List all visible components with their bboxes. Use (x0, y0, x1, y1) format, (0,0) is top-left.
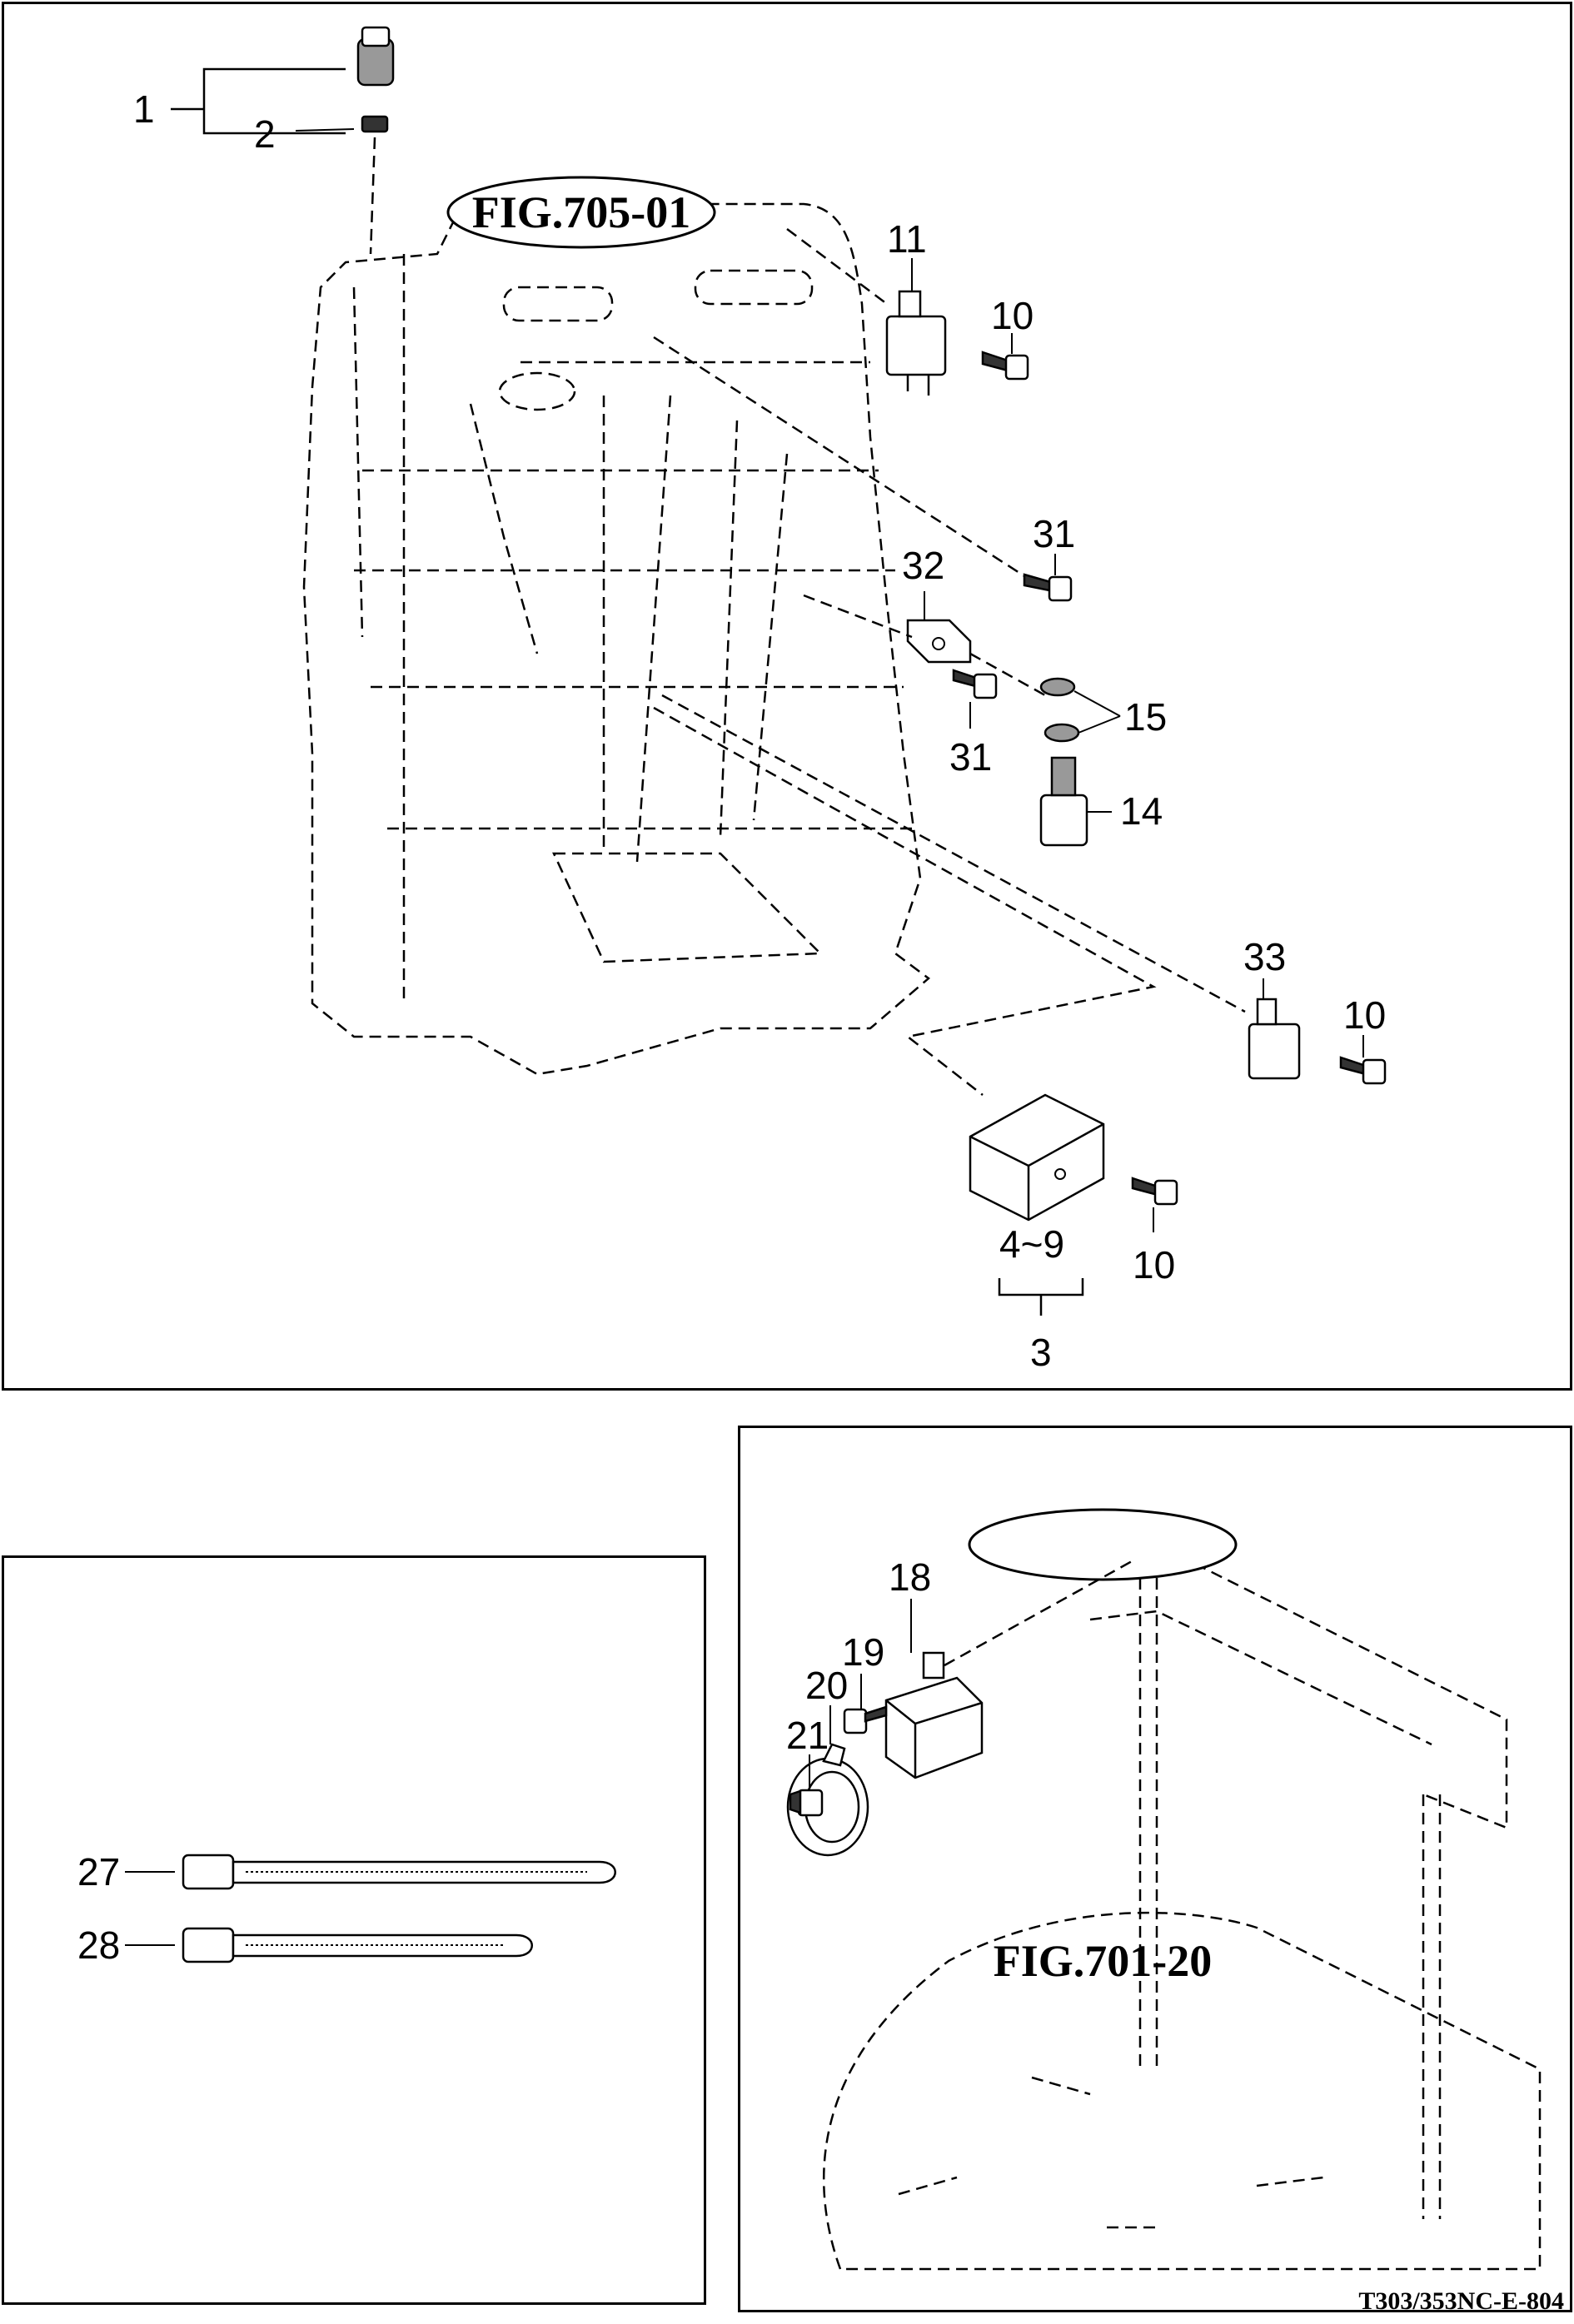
bolt-10-lower (1131, 1177, 1178, 1206)
cable-ties-panel: 27 28 (2, 1555, 706, 2305)
callout-2: 2 (254, 112, 276, 156)
callout-28: 28 (77, 1923, 120, 1967)
callout-20: 20 (805, 1664, 848, 1707)
frame-hole (498, 371, 576, 411)
callout-1: 1 (133, 87, 155, 131)
svg-text:FIG.705-01: FIG.705-01 (472, 187, 691, 237)
callout-10-right: 10 (1343, 993, 1386, 1037)
relay-33 (1248, 998, 1301, 1080)
callout-3: 3 (1030, 1331, 1052, 1374)
callout-32: 32 (902, 544, 944, 587)
callout-11: 11 (887, 217, 927, 261)
callout-18: 18 (889, 1555, 931, 1599)
horn-20 (786, 1743, 869, 1857)
callout-15: 15 (1124, 695, 1167, 739)
main-diagram-svg: 1 2 FIG.705-01 11 10 31 32 31 (133, 26, 1387, 1374)
callout-33: 33 (1243, 935, 1286, 978)
callout-21: 21 (786, 1714, 829, 1757)
bracket-3 (998, 1278, 1084, 1316)
horn-svg: FIG.701-20 18 19 20 21 (786, 1508, 1542, 2271)
bolt-21 (789, 1789, 824, 1817)
bolt-31-lower (952, 669, 998, 699)
floor-plate (552, 852, 823, 963)
bolt-10-upper (981, 351, 1029, 381)
fig-ref-705-01: FIG.705-01 (446, 176, 716, 249)
fig-ref-701-20: FIG.701-20 (968, 1508, 1238, 1986)
document-code: T303/353NC-E-804 (1358, 2287, 1564, 2315)
callout-27: 27 (77, 1850, 120, 1894)
callout-31-lower: 31 (949, 735, 992, 779)
bracket-1 (202, 67, 346, 135)
svg-text:FIG.701-20: FIG.701-20 (994, 1936, 1213, 1986)
pedal-levers (469, 395, 789, 863)
leader-switch-to-frame (369, 137, 376, 255)
nuts-15 (1039, 677, 1080, 743)
callout-14: 14 (1120, 789, 1163, 833)
frame-outline (302, 197, 930, 1076)
bracket-32 (906, 619, 972, 664)
callout-19: 19 (842, 1630, 884, 1674)
frame-slot-left (502, 286, 614, 322)
cable-tie-27 (182, 1854, 616, 1890)
callout-10-lower: 10 (1133, 1243, 1175, 1286)
cable-ties-svg: 27 28 (77, 1850, 616, 1967)
frame-slot-right (694, 269, 814, 306)
pressure-switch (356, 26, 395, 133)
bolt-10-right (1339, 1056, 1387, 1085)
main-diagram-panel: 1 2 FIG.705-01 11 10 31 32 31 (2, 2, 1572, 1391)
horn-panel: FIG.701-20 18 19 20 21 (738, 1426, 1572, 2312)
frame-internal-lines (352, 254, 912, 1003)
cable-tie-28 (182, 1927, 533, 1963)
callout-31-upper: 31 (1033, 512, 1075, 555)
nut-part-2 (361, 115, 389, 133)
horn-frame-outline (822, 1911, 1542, 2271)
callout-10-upper: 10 (991, 294, 1034, 337)
bolt-19 (843, 1705, 888, 1734)
switch-14 (1039, 756, 1088, 847)
relay-18 (884, 1651, 984, 1779)
relay-11 (885, 290, 947, 396)
control-unit (969, 1093, 1105, 1222)
bolt-31-upper (1023, 573, 1073, 602)
callout-4-9: 4~9 (999, 1222, 1064, 1266)
